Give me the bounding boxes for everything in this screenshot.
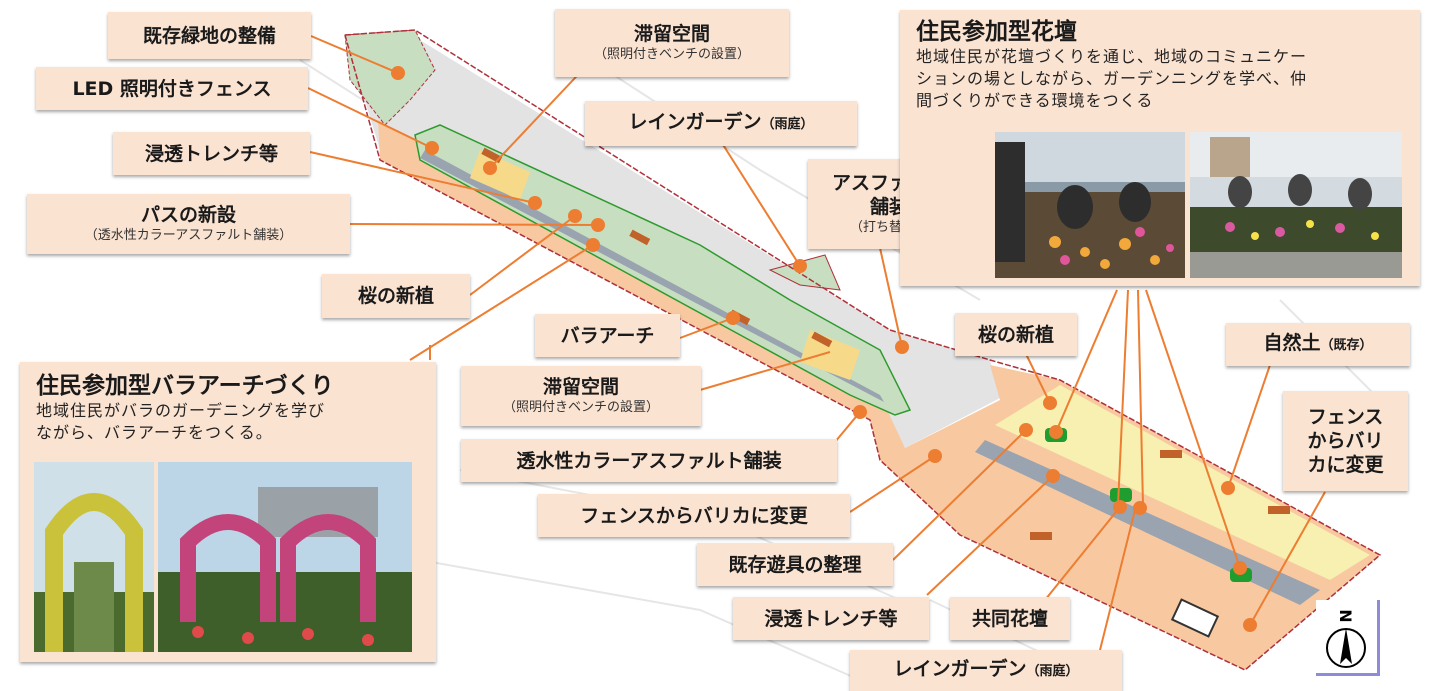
marker-dot (1019, 423, 1033, 437)
walkway (420, 150, 884, 402)
site-boundary (344, 29, 1382, 671)
label-infiltration-trench-2: 浸透トレンチ等 (733, 597, 929, 640)
label-existing-playground: 既存遊具の整理 (697, 543, 893, 586)
photo-flowerbed-planting-2 (1190, 132, 1402, 278)
marker-dot (591, 218, 605, 232)
label-new-path: パスの新設 （透水性カラーアスファルト舗装） (27, 194, 350, 254)
marker-dot (483, 161, 497, 175)
photo-flowerbed-planting-1 (995, 132, 1185, 278)
label-rose-arch: バラアーチ (535, 314, 680, 357)
marker-dot (1113, 500, 1127, 514)
label-natural-soil: 自然土（既存） (1226, 323, 1410, 366)
label-infiltration-trench-1: 浸透トレンチ等 (113, 132, 310, 175)
panel-desc-line: 地域住民がバラのガーデニングを学び (36, 401, 326, 420)
label-sakura-1: 桜の新植 (322, 274, 470, 318)
panel-title: 住民参加型バラアーチづくり (36, 373, 334, 399)
marker-dot (793, 259, 807, 273)
panel-desc-line: 間づくりができる環境をつくる (916, 91, 1154, 110)
panel-resident-flowerbed: 住民参加型花壇 地域住民が花壇づくりを通じ、地域のコミュニケー ションの場としな… (900, 10, 1420, 286)
marker-dot (1233, 561, 1247, 575)
label-color-asphalt: 透水性カラーアスファルト舗装 (461, 439, 837, 482)
marker-dot (586, 238, 600, 252)
marker-dot (895, 340, 909, 354)
label-led-fence: LED 照明付きフェンス (36, 67, 308, 110)
marker-dot (853, 405, 867, 419)
plaza-area (995, 385, 1370, 580)
marker-dot (1133, 501, 1147, 515)
marker-dot (528, 196, 542, 210)
panel-desc-line: 地域住民が花壇づくりを通じ、地域のコミュニケー (916, 47, 1308, 66)
photo-rose-arch-yellow (34, 462, 154, 652)
label-existing-green: 既存緑地の整備 (108, 12, 311, 59)
panel-desc-line: ションの場としながら、ガーデンニングを学べ、仲 (916, 69, 1308, 88)
label-rest-space-2: 滞留空間 （照明付きベンチの設置） (461, 366, 701, 426)
photo-rose-arch-pink (158, 462, 412, 652)
rest-area-2 (800, 330, 860, 380)
marker-dot (928, 449, 942, 463)
tree-strip (768, 254, 841, 291)
panel-title: 住民参加型花壇 (916, 19, 1077, 45)
label-sakura-2: 桜の新植 (955, 313, 1077, 356)
existing-green-area (344, 29, 436, 126)
marker-dot (1221, 481, 1235, 495)
marker-dot (391, 66, 405, 80)
marker-dot (1043, 396, 1057, 410)
marker-dot (726, 311, 740, 325)
label-rain-garden-2: レインガーデン（雨庭） (850, 650, 1122, 691)
north-label: N (1336, 609, 1355, 622)
north-arrow: N (1316, 600, 1380, 676)
marker-dot (425, 141, 439, 155)
panel-resident-rose-arch: 住民参加型バラアーチづくり 地域住民がバラのガーデニングを学び ながら、バラアー… (20, 362, 436, 662)
car-icon (1170, 598, 1220, 638)
label-shared-flowerbed: 共同花壇 (950, 597, 1070, 640)
marker-dot (1049, 425, 1063, 439)
panel-desc-line: ながら、バラアーチをつくる。 (36, 423, 273, 442)
label-fence-to-barika-1: フェンスからバリカに変更 (538, 494, 850, 537)
label-rain-garden-1: レインガーデン（雨庭） (585, 101, 857, 146)
marker-dot (568, 209, 582, 223)
label-fence-to-barika-2: フェンス からバリ カに変更 (1283, 391, 1408, 491)
marker-dot (1046, 469, 1060, 483)
label-rest-space-1: 滞留空間 （照明付きベンチの設置） (555, 9, 789, 77)
marker-dot (1243, 618, 1257, 632)
leader-lines (307, 35, 1326, 651)
